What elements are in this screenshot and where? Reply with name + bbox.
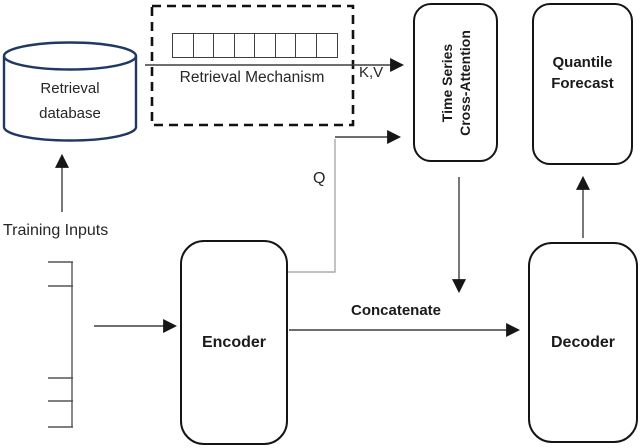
- retrieval-cell: [233, 33, 256, 58]
- quantile-label-line1: Quantile: [552, 54, 613, 71]
- database-cylinder-icon: [2, 41, 138, 142]
- concatenate-edge-label: Concatenate: [351, 302, 442, 319]
- tsca-label-line1: Time Series: [438, 43, 455, 122]
- retrieval-cell: [254, 33, 276, 58]
- quantile-label-line2: Forecast: [551, 75, 614, 92]
- retrieval-cells-row: [172, 33, 338, 58]
- retrieval-mechanism-label: Retrieval Mechanism: [179, 69, 325, 86]
- training-inputs-label: Training Inputs: [3, 222, 109, 239]
- time-series-cross-attention-label: Time Series Cross-Attention: [438, 30, 474, 136]
- tsca-label-line2: Cross-Attention: [456, 29, 473, 136]
- quantile-forecast-label: Quantile Forecast: [551, 5, 614, 94]
- encoder-node: Encoder: [180, 240, 288, 445]
- retrieval-cell: [192, 33, 215, 58]
- retrieval-database-label-line2: database: [39, 105, 101, 122]
- diagram-arrows: [55, 58, 590, 337]
- decoder-node: Decoder: [528, 242, 638, 443]
- q-edge-label: Q: [313, 170, 326, 187]
- decoder-label: Decoder: [550, 333, 616, 351]
- encoder-label: Encoder: [201, 333, 266, 351]
- quantile-forecast-node: Quantile Forecast: [532, 3, 633, 165]
- retrieval-database-label-line1: Retrieval: [40, 80, 100, 97]
- retrieval-database-node: Retrieval database: [8, 76, 132, 126]
- time-series-cross-attention-node: Time Series Cross-Attention: [413, 3, 498, 162]
- elbow-encoder-to-q: [288, 139, 336, 273]
- retrieval-cell: [274, 33, 297, 58]
- time-series-bracket-icon: [48, 261, 73, 428]
- retrieval-cell: [315, 33, 338, 58]
- retrieval-cell: [172, 33, 194, 58]
- retrieval-cell: [213, 33, 235, 58]
- kv-edge-label: K,V: [359, 64, 384, 81]
- retrieval-cell: [295, 33, 317, 58]
